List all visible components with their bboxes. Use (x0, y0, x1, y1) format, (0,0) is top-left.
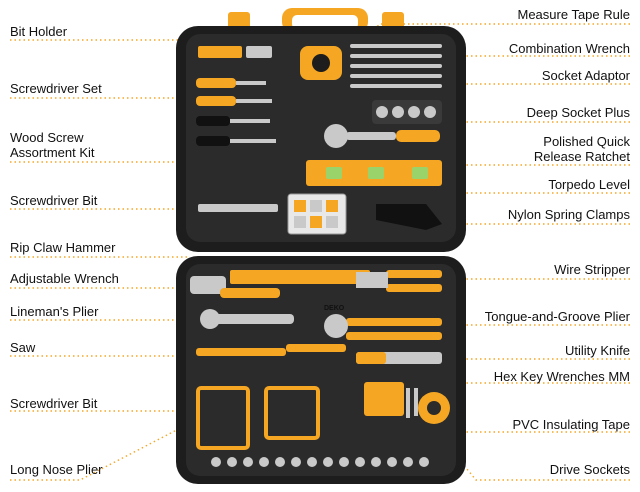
label-torpedo-level: Torpedo Level (548, 177, 630, 192)
label-hex-key-wrenches: Hex Key Wrenches MM (493, 369, 630, 384)
label-bit-holder: Bit Holder (10, 24, 68, 39)
label-drive-sockets: Drive Sockets (549, 462, 630, 477)
label-utility-knife: Utility Knife (564, 343, 630, 358)
lineman-plier-tool (196, 344, 346, 356)
drive-sockets-tool (211, 457, 429, 467)
label-nylon-spring-clamps: Nylon Spring Clamps (507, 207, 630, 222)
label-wood-screw-kit: Wood Screw Assortment Kit (10, 130, 95, 160)
label-pvc-insulating-tape: PVC Insulating Tape (512, 417, 630, 432)
saw-tool (196, 386, 320, 450)
wood-screw-kit-tool (287, 193, 347, 235)
deep-socket-tool (372, 100, 442, 124)
combination-wrench-tool (350, 44, 442, 88)
label-linemans-plier: Lineman's Plier (10, 304, 99, 319)
wire-stripper-tool (356, 270, 442, 292)
label-screwdriver-bit-top: Screwdriver Bit (10, 193, 98, 208)
ratchet-tool (324, 124, 440, 148)
label-ratchet-line2: Release Ratchet (533, 149, 630, 164)
label-adjustable-wrench: Adjustable Wrench (10, 271, 119, 286)
label-wood-screw-kit-line1: Wood Screw (10, 130, 84, 145)
screwdriver-set-tool (196, 78, 276, 146)
adjustable-wrench-tool (200, 309, 294, 329)
label-screwdriver-set: Screwdriver Set (10, 81, 102, 96)
label-combination-wrench: Combination Wrench (508, 41, 630, 56)
label-tongue-and-groove-plier: Tongue-and-Groove Plier (484, 309, 630, 324)
label-ratchet-line1: Polished Quick (543, 134, 630, 149)
label-saw: Saw (10, 340, 36, 355)
tool-case-image: DEKO (176, 8, 466, 484)
label-socket-adaptor: Socket Adaptor (541, 68, 630, 83)
label-rip-claw-hammer: Rip Claw Hammer (10, 240, 116, 255)
hammer-tool (190, 276, 280, 298)
hex-key-tool (364, 382, 418, 418)
label-quick-release-ratchet: Polished Quick Release Ratchet (534, 134, 630, 164)
label-long-nose-plier: Long Nose Plier (10, 462, 103, 477)
screwdriver-bit-row-top (198, 204, 278, 212)
bit-row-bottom (230, 270, 370, 284)
torpedo-level-tool (306, 160, 442, 186)
tongue-groove-plier-tool (324, 314, 442, 340)
bit-holder-tool (198, 46, 272, 58)
label-deep-socket-plus: Deep Socket Plus (526, 105, 630, 120)
measure-tape-tool (300, 46, 342, 80)
utility-knife-tool (356, 352, 442, 364)
label-measure-tape-rule: Measure Tape Rule (517, 7, 631, 22)
brand-logo: DEKO (324, 305, 345, 312)
spring-clamp-tool (376, 204, 442, 230)
label-wire-stripper: Wire Stripper (554, 262, 630, 277)
insulating-tape-tool (418, 392, 450, 424)
label-screwdriver-bit-bottom: Screwdriver Bit (10, 396, 98, 411)
label-wood-screw-kit-line2: Assortment Kit (10, 145, 95, 160)
